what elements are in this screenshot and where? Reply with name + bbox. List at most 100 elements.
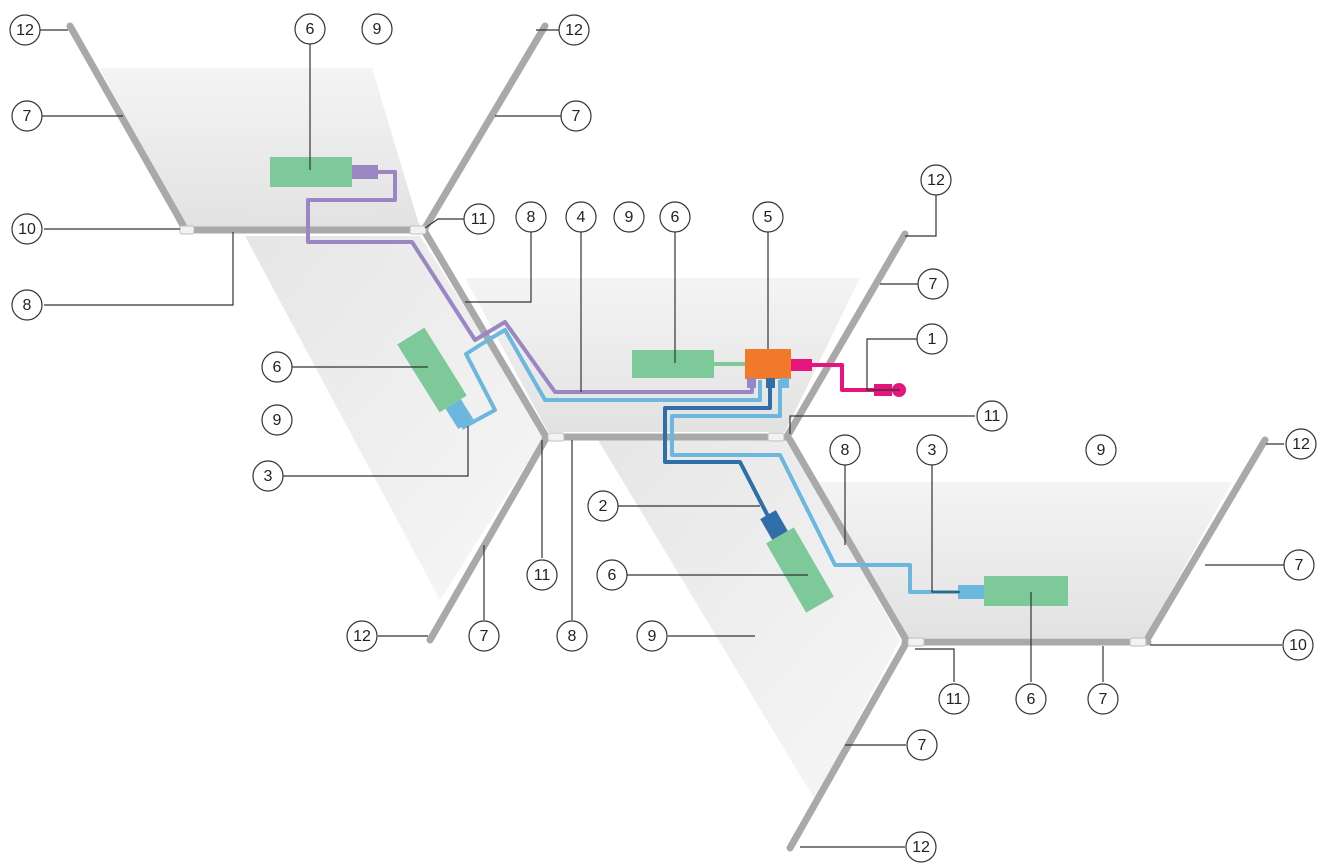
connector-11-bottom [907,637,925,647]
device-6-lower-plug [760,510,788,540]
callout-8: 8 [556,620,588,652]
rail-left-lower [426,436,549,644]
svg-text:10: 10 [18,221,36,238]
rail-tl-left [66,22,187,229]
device-6-left [397,327,467,413]
svg-text:10: 10 [1289,637,1307,654]
cable-3-left [461,328,762,430]
callout-7: 7 [917,268,949,300]
callout-7: 7 [11,100,43,132]
svg-text:9: 9 [625,209,634,226]
callout-11: 11 [938,683,970,715]
callout-8: 8 [11,289,43,321]
svg-text:12: 12 [1292,436,1310,453]
connector-11-right [767,432,785,442]
devices [270,157,1068,613]
svg-text:8: 8 [527,209,536,226]
svg-text:12: 12 [912,839,930,856]
callout-2: 2 [587,490,619,522]
callout-5: 5 [752,201,784,233]
callout-7: 7 [1283,549,1315,581]
svg-text:2: 2 [599,498,608,515]
cable-3-right [670,380,960,594]
svg-text:7: 7 [929,276,938,293]
callout-8: 8 [829,434,861,466]
callout-12: 12 [558,14,590,46]
callout-9: 9 [613,201,645,233]
svg-text:6: 6 [306,21,315,38]
callout-9: 9 [636,620,668,652]
panel-lower-diagonal [598,440,900,800]
svg-text:5: 5 [764,209,773,226]
device-6-top-left-plug [352,165,378,179]
callout-4: 4 [565,201,597,233]
callout-9: 9 [361,13,393,45]
device-6-middle [632,350,714,378]
device-6-lower [766,527,834,613]
svg-text:8: 8 [23,297,32,314]
cable-2 [663,380,772,521]
leader-lines [40,29,1284,848]
callout-6: 6 [596,559,628,591]
callout-12: 12 [1285,428,1317,460]
svg-text:12: 12 [565,22,583,39]
cable-4 [306,170,754,394]
svg-text:6: 6 [273,359,282,376]
callouts: 12 6 9 12 7 7 10 11 8 4 9 6 5 12 8 7 1 6… [9,13,1317,863]
hub-port-3 [780,378,789,388]
panel-top-left [100,68,420,228]
callout-11: 11 [463,203,495,235]
callout-12: 12 [920,164,952,196]
cables [306,170,960,594]
panel-right [818,482,1232,638]
plug-1-hub-end [790,359,812,371]
callout-6: 6 [261,351,293,383]
svg-text:12: 12 [16,22,34,39]
callout-3: 3 [916,434,948,466]
svg-text:7: 7 [918,737,927,754]
svg-text:6: 6 [608,567,617,584]
svg-text:9: 9 [648,628,657,645]
callout-9: 9 [261,404,293,436]
callout-7: 7 [560,100,592,132]
rail-right-left [786,436,909,642]
svg-text:11: 11 [984,408,1001,425]
connector-11-mid [547,432,565,442]
callout-12: 12 [9,14,41,46]
callout-6: 6 [659,201,691,233]
device-6-top-left [270,157,352,187]
svg-text:4: 4 [577,209,586,226]
svg-text:3: 3 [928,442,937,459]
svg-text:7: 7 [23,108,32,125]
panel-left-diagonal [245,236,545,600]
svg-text:7: 7 [1295,557,1304,574]
rail-right-right [1144,436,1269,642]
rail-bottom [786,641,909,852]
svg-text:7: 7 [1099,691,1108,708]
svg-text:7: 7 [572,108,581,125]
hub-port-4 [747,378,756,388]
svg-text:1: 1 [928,331,937,348]
svg-text:12: 12 [353,628,371,645]
svg-text:9: 9 [273,412,282,429]
callout-1: 1 [916,323,948,355]
rail-mid-right [784,230,909,439]
callout-12: 12 [905,831,937,863]
svg-text:9: 9 [373,21,382,38]
svg-text:3: 3 [264,468,273,485]
callout-8: 8 [515,201,547,233]
callout-7: 7 [468,620,500,652]
callout-3: 3 [252,460,284,492]
connector-11-top [409,225,427,235]
svg-text:9: 9 [1097,442,1106,459]
callout-11: 11 [976,400,1008,432]
callout-6: 6 [294,13,326,45]
svg-text:8: 8 [841,442,850,459]
hub-5 [745,349,791,379]
callout-11: 11 [526,559,558,591]
svg-text:7: 7 [480,628,489,645]
device-6-left-plug [445,399,474,430]
svg-text:6: 6 [1027,691,1036,708]
svg-text:12: 12 [927,172,945,189]
